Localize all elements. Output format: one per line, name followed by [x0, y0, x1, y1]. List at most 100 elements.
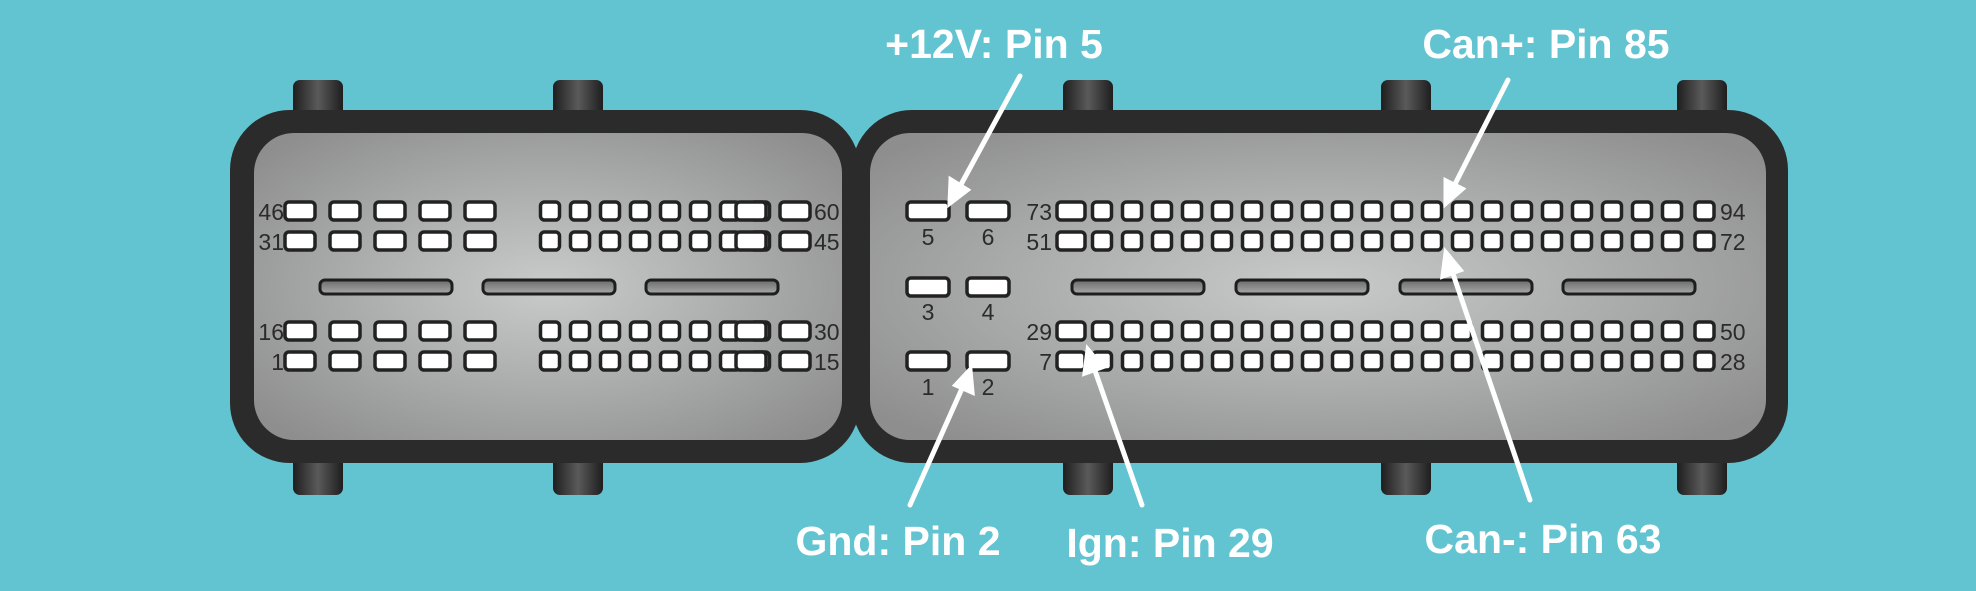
power-pin-1-label: 1	[922, 374, 935, 400]
pin-terminal	[1270, 320, 1294, 342]
pin-terminal	[373, 320, 407, 342]
pin-terminals	[283, 200, 1716, 372]
pin-terminal	[734, 200, 768, 222]
pin-terminal	[1510, 230, 1534, 252]
pin-terminal	[568, 200, 592, 222]
pin-terminal	[568, 320, 592, 342]
key-slot	[318, 278, 454, 296]
pin-terminal	[1240, 200, 1264, 222]
pin-terminal	[1450, 350, 1474, 372]
pin-terminal	[1120, 230, 1144, 252]
left-row4-start-label: 1	[271, 349, 284, 375]
pin-terminal	[628, 200, 652, 222]
pin-terminal	[463, 200, 497, 222]
power-pin-5-label: 5	[922, 224, 935, 250]
pin-terminal	[328, 230, 362, 252]
pin-terminal	[1540, 200, 1564, 222]
pin-terminal	[1330, 350, 1354, 372]
power-pin-terminal	[965, 276, 1011, 298]
pin-terminal	[1540, 230, 1564, 252]
pin-terminal	[778, 350, 812, 372]
pin-terminal	[373, 350, 407, 372]
key-slot	[644, 278, 780, 296]
pin-terminal	[538, 320, 562, 342]
can-plus-callout: Can+: Pin 85	[1422, 21, 1669, 67]
pin-terminal	[598, 230, 622, 252]
pin-terminal	[1570, 200, 1594, 222]
pin-terminal	[1240, 320, 1264, 342]
pin-terminal	[1270, 230, 1294, 252]
power-pin-terminal	[905, 350, 951, 372]
pin-terminal	[1270, 350, 1294, 372]
pin-terminal	[1450, 230, 1474, 252]
pin-terminal	[1480, 320, 1504, 342]
pin-terminal	[1450, 200, 1474, 222]
pin-terminal	[1480, 230, 1504, 252]
pin-terminal	[1390, 320, 1414, 342]
left-row2-end-label: 45	[814, 229, 840, 255]
pin-terminal	[538, 200, 562, 222]
pin-terminal	[778, 320, 812, 342]
pin-terminal	[1330, 230, 1354, 252]
pin-terminal	[688, 230, 712, 252]
pin-terminal	[328, 200, 362, 222]
pin-terminal	[1300, 320, 1324, 342]
pin-terminal	[1055, 200, 1087, 222]
pin-terminal	[1360, 200, 1384, 222]
power-pin-2-label: 2	[982, 374, 995, 400]
pin-terminal	[1055, 350, 1087, 372]
pin-terminal	[1420, 200, 1444, 222]
pin-terminal	[598, 350, 622, 372]
power-pin-3-label: 3	[922, 299, 935, 325]
pin-terminal	[283, 350, 317, 372]
pin-terminal	[1600, 320, 1624, 342]
v12-callout: +12V: Pin 5	[885, 21, 1103, 67]
pin-terminal	[463, 320, 497, 342]
pin-terminal	[1510, 320, 1534, 342]
pin-terminal	[1055, 230, 1087, 252]
pin-terminal	[283, 200, 317, 222]
pin-terminal	[1210, 320, 1234, 342]
pin-terminal	[1600, 200, 1624, 222]
pin-terminal	[1180, 350, 1204, 372]
pin-terminal	[538, 350, 562, 372]
pin-terminal	[628, 320, 652, 342]
right-row2-end-label: 72	[1720, 229, 1746, 255]
power-pin-terminal	[905, 276, 951, 298]
pin-terminal	[1420, 230, 1444, 252]
pin-terminal	[1240, 350, 1264, 372]
pin-terminal	[1180, 230, 1204, 252]
pin-terminal	[1570, 230, 1594, 252]
pin-terminal	[1150, 350, 1174, 372]
pin-terminal	[1600, 350, 1624, 372]
pin-terminal	[328, 350, 362, 372]
pin-terminal	[1480, 200, 1504, 222]
pin-terminal	[1510, 350, 1534, 372]
pin-terminal	[598, 320, 622, 342]
pin-terminal	[1120, 320, 1144, 342]
pin-terminal	[1693, 200, 1716, 222]
pin-terminal	[373, 230, 407, 252]
key-slot	[1070, 278, 1206, 296]
left-row4-end-label: 15	[814, 349, 840, 375]
can-plus-arrowhead	[1443, 176, 1467, 209]
mounting-tab-bottom	[1677, 453, 1727, 495]
pin-terminal	[778, 230, 812, 252]
right-row4-start-label: 7	[1039, 349, 1052, 375]
ign-arrowhead	[1081, 343, 1107, 377]
pin-terminal	[1300, 230, 1324, 252]
pin-terminal	[658, 320, 682, 342]
left-row3-end-label: 30	[814, 319, 840, 345]
key-slot	[1234, 278, 1370, 296]
pin-terminal	[1210, 200, 1234, 222]
pin-terminal	[1055, 320, 1087, 342]
pin-terminal	[1660, 350, 1684, 372]
pin-terminal	[1120, 350, 1144, 372]
pin-terminal	[1660, 200, 1684, 222]
v12-arrow	[955, 73, 1023, 193]
pin-terminal	[1693, 320, 1716, 342]
gnd-callout: Gnd: Pin 2	[796, 518, 1001, 564]
pin-terminal	[688, 200, 712, 222]
